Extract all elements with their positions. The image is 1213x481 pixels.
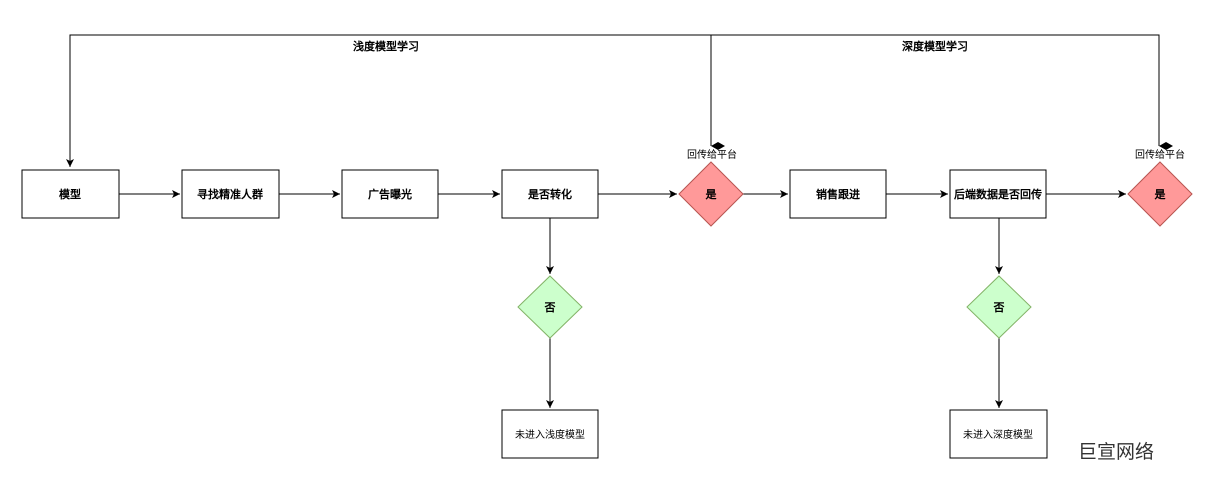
label-shallow-learning: 浅度模型学习 (353, 39, 419, 53)
node-sales-follow (789, 169, 887, 219)
node-model (21, 169, 120, 219)
label-deep-learning: 深度模型学习 (902, 39, 968, 53)
label-find-crowd: 寻找精准人群 (197, 187, 263, 201)
edge-shallow-feedback (66, 34, 725, 167)
label-no-1: 否 (544, 301, 556, 314)
node-yes-2 (1127, 161, 1193, 227)
node-no-2 (966, 275, 1032, 339)
label-not-shallow: 未进入浅度模型 (515, 428, 585, 441)
node-is-converted (501, 169, 599, 219)
label-backend-return: 后端数据是否回传 (954, 187, 1042, 201)
node-no-1 (517, 275, 583, 339)
node-find-crowd (181, 169, 280, 219)
label-yes-1: 是 (705, 188, 718, 201)
label-yes-2: 是 (1154, 188, 1167, 201)
label-no-2: 否 (993, 301, 1005, 314)
node-backend-return (949, 169, 1047, 219)
node-yes-1 (678, 161, 744, 227)
label-return-platform-2: 回传给平台 (1135, 148, 1185, 161)
node-not-deep (949, 409, 1048, 459)
node-not-shallow (501, 409, 599, 459)
label-model: 模型 (59, 187, 81, 201)
label-is-converted: 是否转化 (527, 187, 572, 201)
label-return-platform-1: 回传给平台 (687, 148, 737, 161)
edge-deep-feedback (711, 34, 1160, 146)
label-not-deep: 未进入深度模型 (963, 428, 1033, 441)
node-ad-exposure (341, 169, 439, 219)
label-sales-follow: 销售跟进 (816, 187, 860, 201)
label-ad-exposure: 广告曝光 (368, 187, 412, 201)
watermark-text: 巨宣网络 (1078, 441, 1154, 463)
